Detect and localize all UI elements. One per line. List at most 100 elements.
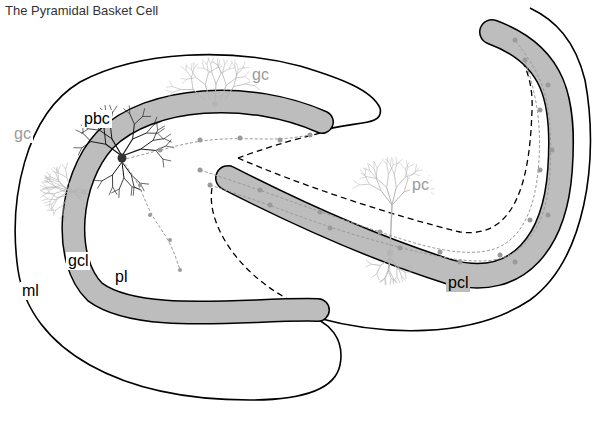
dendrite (129, 105, 131, 113)
pyramidal-cell (353, 157, 435, 285)
dendrite (377, 274, 379, 280)
dendrite (394, 164, 396, 174)
dendrite (381, 258, 390, 265)
dendrite (362, 168, 369, 171)
dendrite (166, 86, 173, 88)
dendrite (154, 121, 162, 124)
dendrite (243, 62, 245, 68)
dendrite (88, 129, 99, 130)
dendrite (405, 162, 409, 169)
dendrite (205, 73, 208, 85)
dendrite (205, 85, 210, 100)
granule-cell (40, 163, 87, 220)
dendrite (112, 175, 113, 187)
dendrite (398, 266, 407, 267)
dendrite (390, 165, 394, 174)
dendrite (397, 159, 403, 164)
dendrite (91, 142, 106, 145)
dendrite (119, 178, 124, 189)
dendrite (82, 142, 91, 148)
dendrite (191, 63, 193, 70)
dendrite (408, 164, 415, 168)
dendrite (172, 90, 181, 93)
dendrite (56, 173, 59, 182)
dendrite (380, 278, 386, 282)
dendrite (407, 267, 414, 269)
dendrite (59, 173, 67, 178)
dendrite (49, 209, 56, 211)
dendrite (158, 128, 165, 133)
dendrite (112, 162, 122, 175)
dendrite (390, 157, 391, 164)
dendrite (212, 73, 216, 84)
dendrite (122, 162, 124, 178)
dendrite (222, 74, 226, 85)
dendrite (360, 173, 367, 177)
dendrite (202, 62, 204, 68)
dendrite (133, 187, 135, 196)
dendrite (66, 163, 68, 169)
dendrite (224, 60, 228, 66)
dendrite (367, 177, 377, 179)
figure-title: The Pyramidal Basket Cell (5, 3, 158, 18)
dendrite (143, 116, 151, 117)
dendrite (123, 108, 129, 113)
dendrite (104, 129, 106, 144)
dendrite (380, 278, 385, 282)
dendrite (374, 161, 377, 168)
dendrite (55, 190, 66, 194)
dendrite (401, 275, 402, 282)
layer-label: pl (113, 268, 129, 286)
dendrite (245, 71, 249, 76)
dendrite (47, 208, 53, 211)
dendrite (62, 164, 66, 170)
dendrite (130, 114, 135, 124)
dendrite (391, 278, 396, 282)
dendrite (56, 205, 63, 210)
dendrite (405, 271, 412, 272)
dendrite (385, 278, 386, 285)
dendrite (182, 79, 187, 84)
dendrite (365, 264, 371, 267)
dendrite (394, 174, 396, 187)
dendrite (191, 70, 195, 78)
dendrite (360, 177, 367, 179)
dendrite (392, 158, 393, 166)
dendrite (217, 58, 218, 65)
dendrite (366, 260, 371, 264)
dendrite (78, 148, 82, 156)
dendrite (73, 147, 81, 148)
dendrite (49, 201, 50, 208)
layer-label: gcl (66, 252, 90, 270)
dendrite (234, 84, 246, 87)
dendrite (46, 193, 55, 194)
dendrite (387, 164, 389, 174)
dendrite (235, 66, 237, 75)
dendrite (83, 134, 91, 142)
dendrite (211, 64, 212, 73)
dendrite (234, 75, 237, 87)
layer-label: pcl (446, 274, 470, 292)
layer-label: ml (20, 282, 41, 300)
dendrite (58, 165, 61, 171)
dendrite (63, 205, 64, 214)
cell-body (118, 154, 127, 163)
dendrite (131, 187, 133, 196)
dendrite (181, 66, 186, 70)
dendrite (207, 64, 208, 73)
axon (120, 133, 313, 163)
dendrite (81, 129, 88, 134)
dendrite (166, 140, 171, 146)
dendrite (41, 199, 48, 201)
dendrite (390, 258, 398, 267)
axon (120, 158, 182, 272)
dendrite (374, 169, 377, 179)
dendrite (141, 140, 153, 149)
dendrite (63, 214, 66, 220)
dendrite (359, 184, 369, 186)
dendrite (46, 189, 51, 193)
dendrite (51, 169, 56, 174)
dendrite (53, 208, 54, 215)
dendrite (415, 164, 417, 171)
